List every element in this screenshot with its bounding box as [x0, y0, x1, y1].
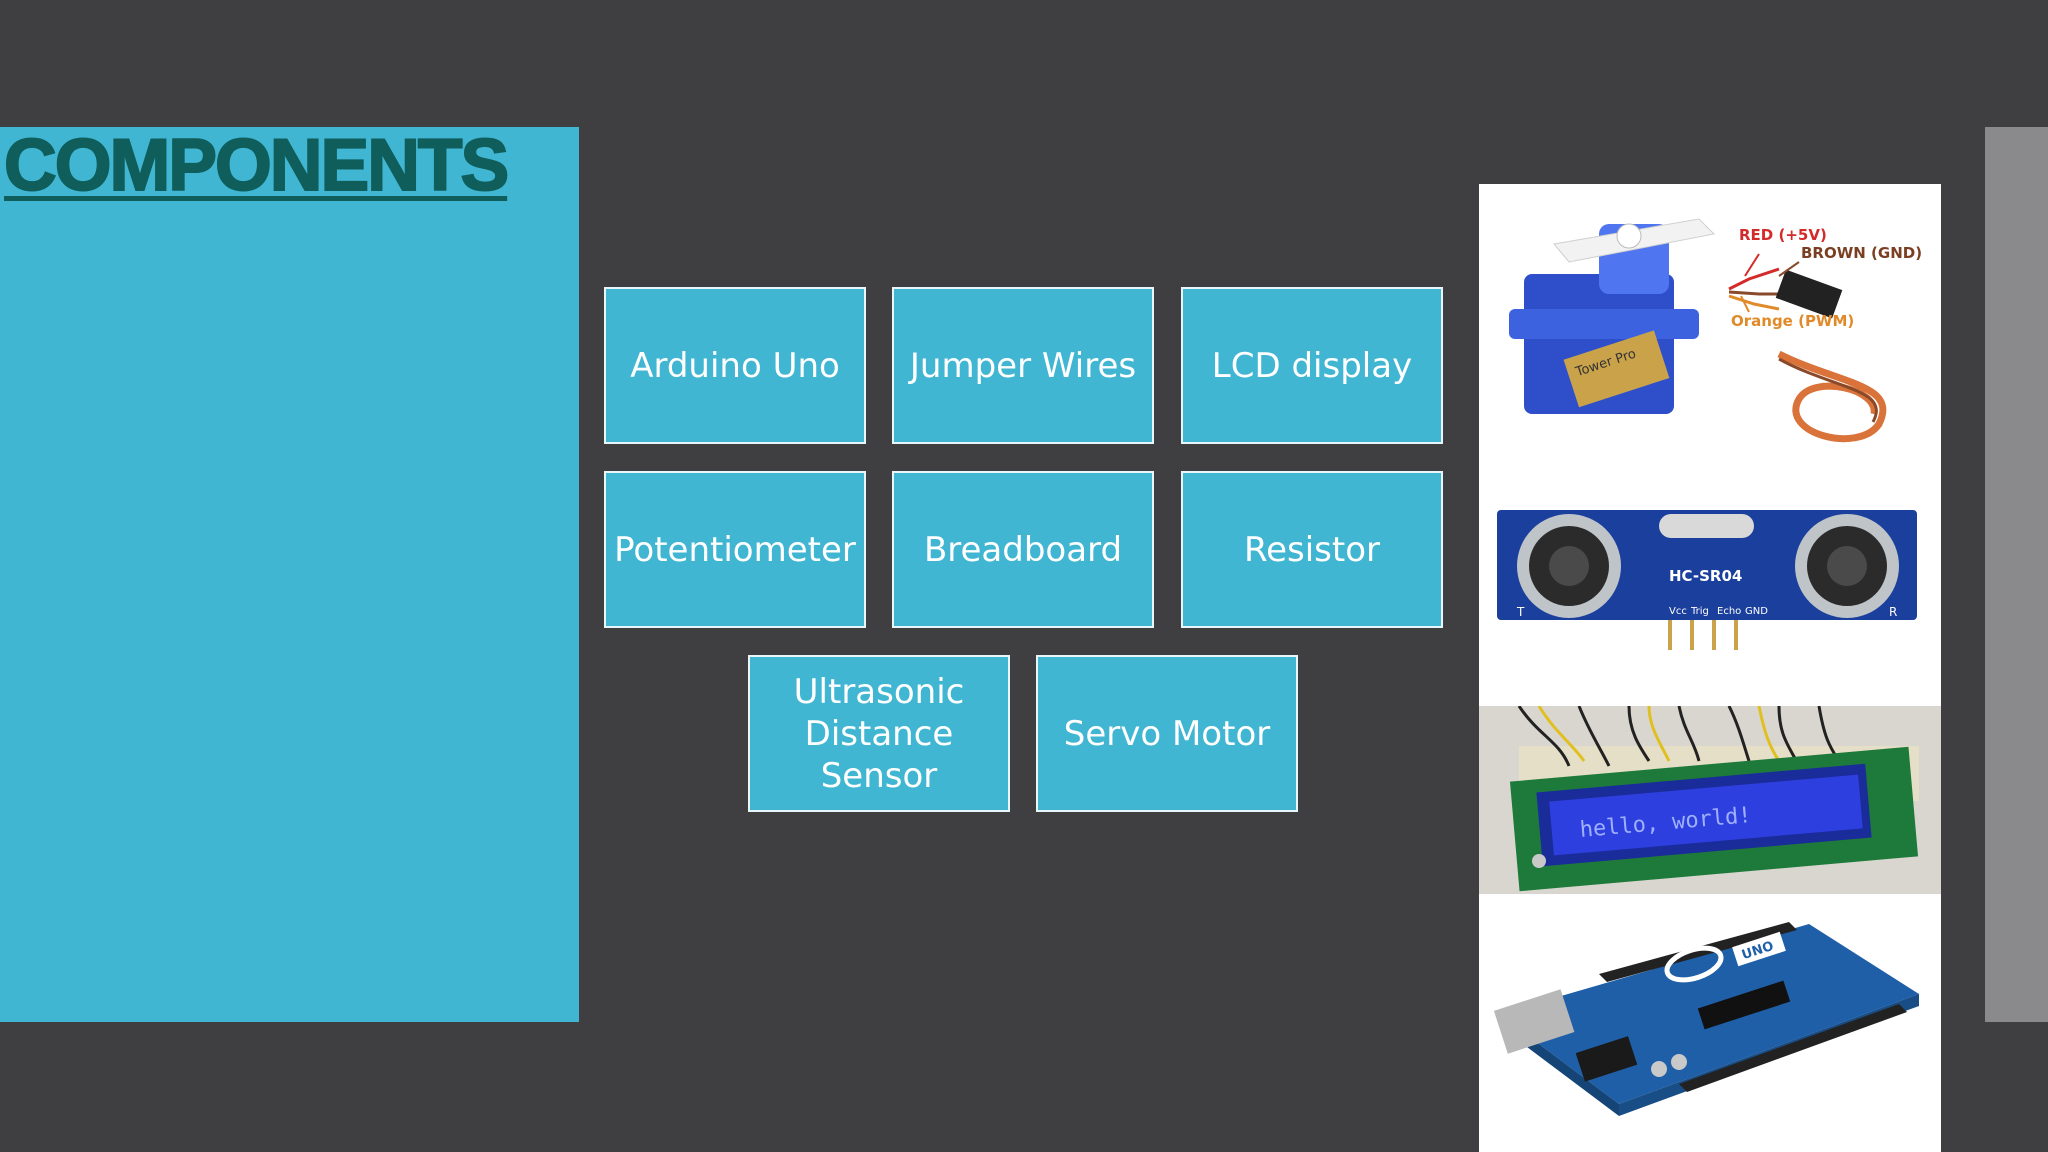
sensor-t-label: T [1516, 605, 1525, 619]
arduino-uno-image: UNO [1479, 894, 1941, 1152]
component-label: LCD display [1211, 345, 1413, 386]
servo-orange-label: Orange (PWM) [1731, 312, 1854, 330]
sensor-pin-echo-label: Echo [1717, 606, 1741, 617]
component-box-resistor[interactable]: Resistor [1181, 471, 1443, 628]
component-box-lcd-display[interactable]: LCD display [1181, 287, 1443, 444]
sensor-pin-vcc-label: Vcc [1669, 606, 1687, 617]
left-accent-panel [0, 127, 579, 1022]
sensor-pin-trig-label: Trig [1690, 606, 1709, 617]
photo-column: Tower Pro RED (+5V) BROWN (GND) Orange (… [1479, 184, 1941, 1152]
ultrasonic-sensor-image: HC-SR04 Vcc Trig Echo GND T R [1479, 444, 1941, 706]
servo-red-label: RED (+5V) [1739, 226, 1827, 244]
component-box-servo-motor[interactable]: Servo Motor [1036, 655, 1298, 812]
lcd-display-image: hello, world! [1479, 706, 1941, 894]
component-label: Ultrasonic Distance Sensor [793, 671, 965, 796]
component-label: Breadboard [923, 529, 1123, 570]
sensor-model-text: HC-SR04 [1669, 567, 1742, 585]
component-box-ultrasonic-sensor[interactable]: Ultrasonic Distance Sensor [748, 655, 1010, 812]
component-label: Servo Motor [1063, 713, 1271, 754]
component-box-potentiometer[interactable]: Potentiometer [604, 471, 866, 628]
sensor-pin-gnd-label: GND [1745, 606, 1768, 617]
sensor-r-label: R [1889, 605, 1897, 619]
slide-title: COMPONENTS [3, 124, 510, 207]
servo-brown-label: BROWN (GND) [1801, 244, 1922, 262]
component-label: Potentiometer [614, 529, 856, 570]
component-label: Arduino Uno [630, 345, 840, 386]
component-box-jumper-wires[interactable]: Jumper Wires [892, 287, 1154, 444]
component-box-breadboard[interactable]: Breadboard [892, 471, 1154, 628]
servo-motor-image: Tower Pro RED (+5V) BROWN (GND) Orange (… [1479, 184, 1941, 444]
component-label: Jumper Wires [909, 345, 1137, 386]
component-box-arduino-uno[interactable]: Arduino Uno [604, 287, 866, 444]
component-label: Resistor [1244, 529, 1380, 570]
right-accent-strip [1985, 127, 2048, 1022]
